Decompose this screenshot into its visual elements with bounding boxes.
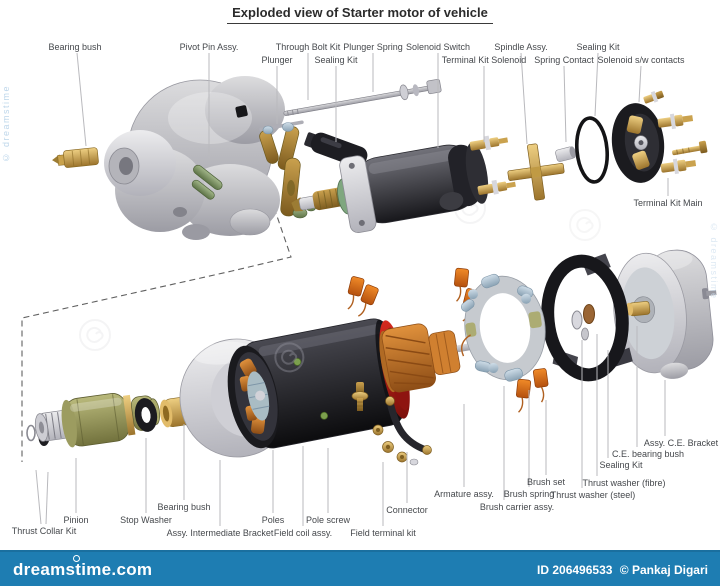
part-label-spindle-assy: Spindle Assy. xyxy=(494,42,548,52)
brush-part xyxy=(516,378,532,413)
part-label-through-bolt-kit: Through Bolt Kit xyxy=(275,42,341,52)
title-bar: Exploded view of Starter motor of vehicl… xyxy=(0,4,720,24)
part-label-field-terminal-kit: Field terminal kit xyxy=(350,528,416,538)
sealing-ring-part xyxy=(574,116,610,184)
part-label-thrust-washer-steel: Thrust washer (steel) xyxy=(550,490,636,500)
part-label-solenoid-switch: Solenoid Switch xyxy=(405,42,471,52)
part-label-plunger-spring: Plunger Spring xyxy=(343,42,403,52)
part-label-plunger: Plunger xyxy=(261,55,293,65)
watermark-spiral xyxy=(569,209,601,241)
part-label-sealing-kit-bottom: Sealing Kit xyxy=(599,460,643,470)
solenoid-switch-part xyxy=(291,135,516,234)
stop-washer-part xyxy=(134,398,158,432)
part-label-poles: Poles xyxy=(261,515,285,525)
spindle-part xyxy=(507,143,565,201)
part-label-assy-ce-bracket: Assy. C.E. Bracket xyxy=(643,438,719,448)
ce-bracket-part xyxy=(613,249,717,379)
pivot-pin-part xyxy=(191,164,223,200)
brush-carrier-part xyxy=(460,273,546,382)
sealing-ring-large-part xyxy=(541,253,633,382)
part-label-brush-set: Brush set xyxy=(526,477,566,487)
part-label-spring-contact: Spring Contact xyxy=(534,55,594,65)
field-terminal-kit-part xyxy=(372,424,419,466)
solenoid-contacts-cap-part xyxy=(611,103,665,183)
watermark-spiral xyxy=(79,319,111,351)
labels-layer: Bearing bush Pivot Pin Assy. Through Bolt … xyxy=(11,42,719,538)
part-label-bearing-bush-top: Bearing bush xyxy=(48,42,102,52)
part-label-armature-assy: Armature assy. xyxy=(434,489,494,499)
part-label-brush-carrier-assy: Brush carrier assy. xyxy=(479,502,555,512)
brush-part xyxy=(454,267,470,302)
brush-part xyxy=(347,276,365,310)
spring-contact-part xyxy=(555,146,577,162)
part-label-thrust-washer-fibre: Thrust washer (fibre) xyxy=(582,478,666,488)
bolt-head-part xyxy=(235,105,248,118)
part-label-field-coil-assy: Field coil assy. xyxy=(273,528,333,538)
dreamstime-logo-text: dreamstime.com xyxy=(13,560,153,579)
part-label-brush-spring: Brush spring xyxy=(503,489,555,499)
part-label-assy-intermediate-bracket: Assy. Intermediate Bracket xyxy=(166,528,274,538)
part-label-stop-washer: Stop Washer xyxy=(120,515,172,525)
part-label-connector: Connector xyxy=(386,505,428,515)
part-label-pole-screw: Pole screw xyxy=(305,515,351,525)
part-label-terminal-kit-solenoid: Terminal Kit Solenoid xyxy=(441,55,527,65)
terminal-kit-main-part xyxy=(643,90,708,175)
part-label-sealing-kit-right: Sealing Kit xyxy=(576,42,620,52)
solenoid-terminal xyxy=(469,135,509,151)
connector-part xyxy=(385,396,432,455)
part-label-pivot-pin-assy: Pivot Pin Assy. xyxy=(179,42,239,52)
watermark-right: © dreamstime xyxy=(709,222,719,300)
armature-part xyxy=(379,323,480,393)
logo-ring-icon xyxy=(73,555,80,562)
bearing-bush-top-part xyxy=(52,147,99,168)
solenoid-terminal xyxy=(477,179,516,195)
page-title: Exploded view of Starter motor of vehicl… xyxy=(227,5,493,24)
part-label-bearing-bush-bottom: Bearing bush xyxy=(157,502,211,512)
part-label-ce-bearing-bush: C.E. bearing bush xyxy=(611,449,685,459)
part-label-solenoid-sw-contacts: Solenoid s/w contacts xyxy=(597,55,685,65)
brush-part xyxy=(357,284,379,317)
image-author: © Pankaj Digari xyxy=(619,563,708,577)
part-label-pinion: Pinion xyxy=(63,515,89,525)
thrust-washers-part xyxy=(571,304,595,341)
part-label-thrust-collar-kit: Thrust Collar Kit xyxy=(11,526,77,536)
exploded-parts-illustration xyxy=(21,76,717,466)
dreamstime-logo: dreamstime.com xyxy=(13,555,153,580)
image-credit: ID 206496533 © Pankaj Digari xyxy=(533,563,708,577)
part-label-terminal-kit-main: Terminal Kit Main xyxy=(633,198,703,208)
pole-screw-part xyxy=(351,382,369,411)
footer-bar: dreamstime.com ID 206496533 © Pankaj Dig… xyxy=(0,550,720,586)
image-id: ID 206496533 xyxy=(537,563,613,577)
field-coil-yoke-part xyxy=(227,318,410,449)
part-label-sealing-kit-top: Sealing Kit xyxy=(314,55,358,65)
brush-part xyxy=(532,368,549,403)
